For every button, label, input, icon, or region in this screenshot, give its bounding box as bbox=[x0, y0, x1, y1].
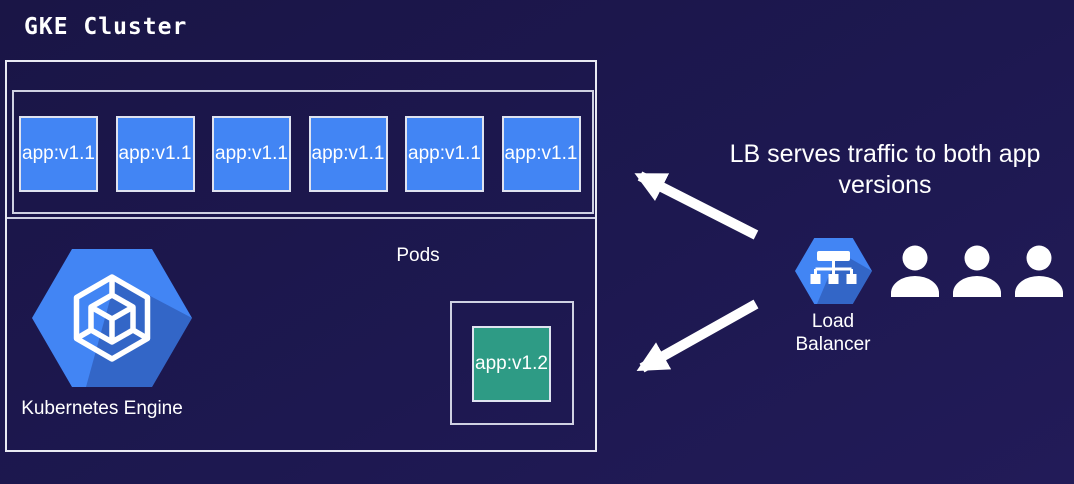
kubernetes-engine-label: Kubernetes Engine bbox=[21, 398, 183, 419]
pod-v2-container: app:v1.2 bbox=[450, 301, 574, 425]
pods-label: Pods bbox=[396, 245, 440, 266]
user-icon bbox=[891, 245, 939, 297]
pod-v2-box: app:v1.2 bbox=[472, 326, 551, 402]
pod-v1-box: app:v1.1 bbox=[212, 116, 291, 192]
pod-v1-box: app:v1.1 bbox=[19, 116, 98, 192]
load-balancer-icon bbox=[795, 238, 872, 304]
pod-v1-box: app:v1.1 bbox=[405, 116, 484, 192]
pod-v1-box: app:v1.1 bbox=[501, 116, 581, 192]
users-group bbox=[891, 245, 1063, 297]
diagram-title: GKE Cluster bbox=[24, 14, 188, 40]
pod-v1-box: app:v1.1 bbox=[308, 116, 388, 192]
kubernetes-engine-icon bbox=[32, 249, 192, 387]
load-balancer-label: Load Balancer bbox=[795, 311, 871, 355]
lb-caption: LB serves traffic to both app versions bbox=[729, 140, 1041, 199]
user-icon bbox=[953, 245, 1001, 297]
pods-row-box: app:v1.1 app:v1.1 app:v1.1 app:v1.1 app:… bbox=[12, 90, 594, 214]
cluster-divider-line bbox=[7, 217, 595, 219]
user-icon bbox=[1015, 245, 1063, 297]
gke-cluster-box: app:v1.1 app:v1.1 app:v1.1 app:v1.1 app:… bbox=[5, 60, 597, 452]
pod-v1-box: app:v1.1 bbox=[115, 116, 195, 192]
